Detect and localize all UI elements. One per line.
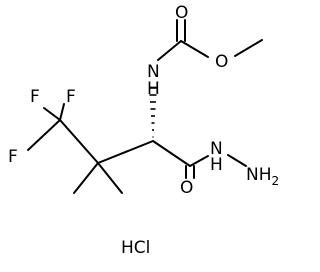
bond-c-f-middle — [43, 107, 61, 121]
atom-h-carbamate: H — [147, 79, 160, 99]
bond-n-carbamate-c — [157, 40, 182, 61]
atom-n-hydrazide: N — [210, 139, 223, 159]
nh2-subscript: 2 — [272, 174, 280, 188]
atom-h-hydrazide: H — [210, 155, 223, 175]
atom-nh2-terminal: NH2 — [246, 165, 279, 188]
bond-calpha-camide — [152, 140, 191, 167]
bond-layer — [27, 19, 263, 194]
atom-o-carbonyl-amide: O — [180, 178, 193, 198]
atom-f-left: F — [8, 147, 18, 167]
stereo-hashed-wedge — [149, 87, 157, 138]
atom-o-carbonyl-carbamate: O — [175, 3, 188, 23]
atom-label-layer: O O N H F F F N H NH2 O HCl — [8, 3, 279, 258]
nh2-main: NH — [246, 165, 272, 185]
bond-calpha-cquat — [97, 140, 154, 164]
bond-cquat-methyl-left — [73, 162, 99, 194]
atom-f-middle: F — [30, 87, 40, 107]
atom-o-ester: O — [215, 52, 228, 72]
bond-c-f-top — [59, 103, 65, 121]
bond-n-n-hydrazide — [227, 154, 247, 167]
bond-carbamate-c-o-ester — [180, 40, 209, 58]
atom-n-carbamate: N — [147, 62, 160, 82]
bond-camide-nhydrazide — [189, 155, 209, 167]
salt-label: HCl — [121, 238, 150, 258]
atom-f-top: F — [66, 87, 76, 107]
bond-c-f-left — [27, 119, 61, 151]
bond-cquat-cf3 — [59, 119, 99, 164]
chemical-structure-diagram: O O N H F F F N H NH2 O HCl — [8, 3, 279, 258]
bond-cquat-methyl-right — [97, 162, 123, 194]
bond-o-methyl — [234, 39, 263, 57]
